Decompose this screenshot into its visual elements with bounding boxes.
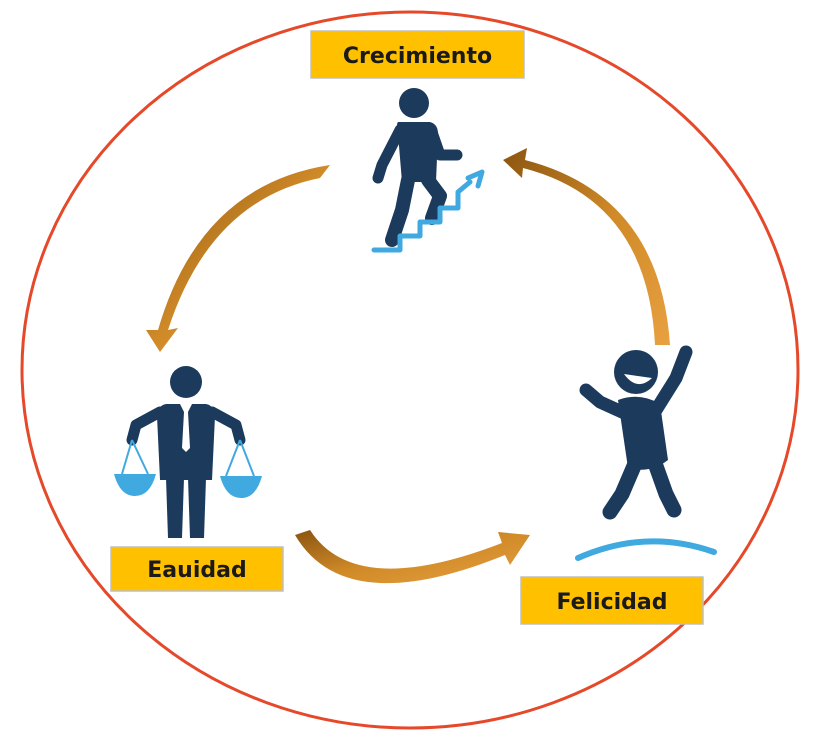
label-crecimiento: Crecimiento xyxy=(310,30,525,79)
arrow-left-to-right xyxy=(295,530,530,584)
label-equidad-text: Eauidad xyxy=(147,558,246,583)
label-felicidad: Felicidad xyxy=(520,576,704,625)
arrow-top-to-left xyxy=(146,165,330,352)
person-holding-scales-icon xyxy=(114,366,262,538)
arrow-right-to-top xyxy=(503,148,670,345)
label-felicidad-text: Felicidad xyxy=(556,590,667,615)
jumping-happy-person-icon xyxy=(575,345,717,561)
label-crecimiento-text: Crecimiento xyxy=(343,44,492,69)
walking-upstairs-icon xyxy=(371,88,485,253)
label-equidad: Eauidad xyxy=(110,546,284,592)
outer-ring xyxy=(20,10,800,730)
